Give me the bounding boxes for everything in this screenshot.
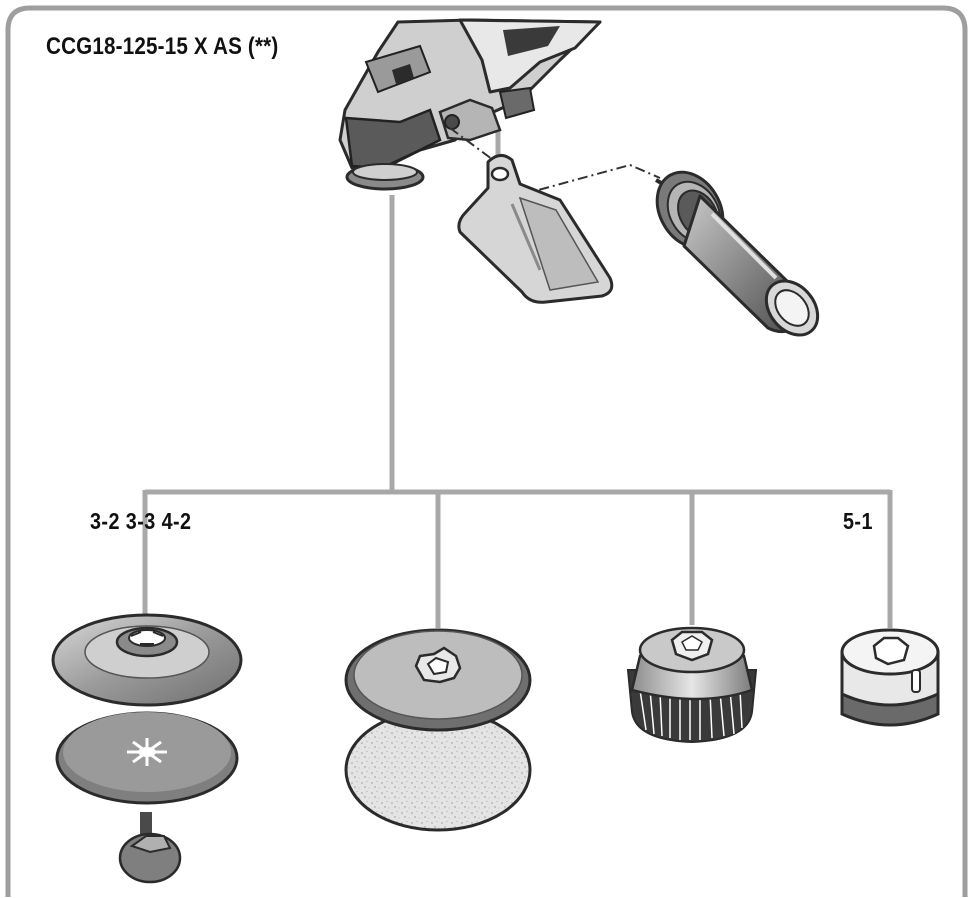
side-handle-icon: [655, 170, 820, 337]
grinder-head-icon: [338, 18, 602, 191]
section-refs-left: 3-2 3-3 4-2: [90, 508, 192, 534]
backing-pad-icon: [344, 628, 532, 832]
core-bit-icon: [840, 628, 940, 727]
assembly-line: [449, 127, 661, 196]
guard-plate-icon: [457, 154, 614, 304]
cup-brush-icon: [626, 626, 758, 744]
connector-lines: [142, 128, 893, 628]
model-title: CCG18-125-15 X AS (**): [46, 33, 279, 60]
frame-border: [5, 5, 968, 897]
disc-flange-set-icon: [51, 613, 243, 884]
section-refs-right: 5-1: [843, 508, 873, 534]
